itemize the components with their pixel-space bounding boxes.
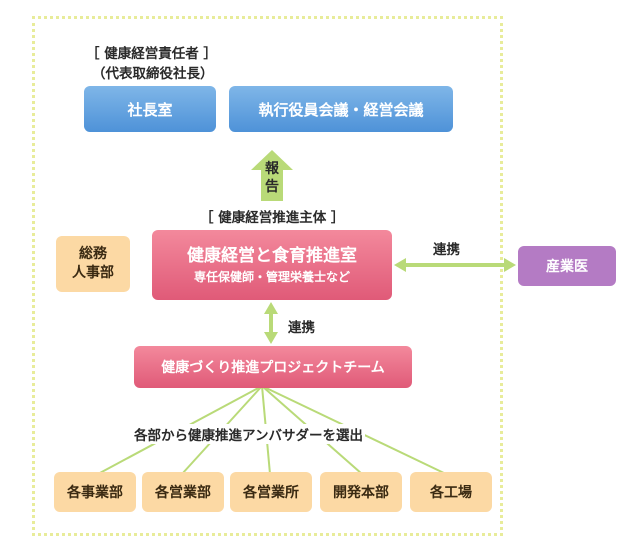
industrial-physician-box: 産業医 — [518, 246, 616, 286]
department-box-sales-office: 各営業所 — [230, 472, 312, 512]
hr-department-box: 総務 人事部 — [56, 236, 130, 292]
project-team-text: 健康づくり推進プロジェクトチーム — [161, 360, 385, 376]
department-box-factories: 各工場 — [410, 472, 492, 512]
collab-down-arrowhead-bottom — [264, 332, 278, 344]
report-arrow — [251, 150, 293, 201]
hr-department-line1: 総務 — [79, 246, 107, 262]
president-office-text: 社長室 — [127, 100, 173, 119]
report-label: 報 告 — [262, 160, 282, 196]
collab-team-label: 連携 — [288, 320, 315, 336]
industrial-physician-text: 産業医 — [546, 259, 588, 275]
collab-right-arrowhead-right — [504, 258, 516, 272]
department-box-development: 開発本部 — [320, 472, 402, 512]
department-label: 各営業部 — [155, 485, 211, 501]
collab-down-arrowhead-top — [264, 302, 278, 314]
organization-frame — [32, 16, 503, 536]
responsible-person-label: ［ 健康経営責任者 ］ — [86, 46, 217, 62]
ambassador-selection-text: 各部から健康推進アンバサダーを選出 — [132, 424, 365, 444]
report-label-char-1: 報 — [265, 161, 279, 177]
representative-director-label: （代表取締役社長） — [92, 66, 214, 82]
promotion-body-label: ［ 健康経営推進主体 ］ — [200, 210, 345, 226]
hr-department-line2: 人事部 — [72, 265, 114, 281]
collab-right-arrowhead-left — [394, 258, 406, 272]
department-box-business: 各事業部 — [54, 472, 136, 512]
health-promotion-office-staff: 専任保健師・管理栄養士など — [193, 270, 350, 284]
president-office-box: 社長室 — [84, 86, 216, 132]
department-label: 各営業所 — [243, 485, 299, 501]
report-label-char-2: 告 — [265, 179, 279, 195]
department-box-sales: 各営業部 — [142, 472, 224, 512]
health-promotion-office-box: 健康経営と食育推進室 専任保健師・管理栄養士など — [152, 230, 392, 300]
department-label: 各事業部 — [67, 485, 123, 501]
department-label: 各工場 — [430, 485, 472, 501]
executive-meeting-text: 執行役員会議・経営会議 — [258, 100, 424, 119]
collab-physician-label: 連携 — [433, 242, 460, 258]
department-label: 開発本部 — [333, 485, 389, 501]
project-team-box: 健康づくり推進プロジェクトチーム — [134, 346, 412, 388]
executive-meeting-box: 執行役員会議・経営会議 — [229, 86, 453, 132]
health-promotion-office-title: 健康経営と食育推進室 — [187, 246, 357, 266]
